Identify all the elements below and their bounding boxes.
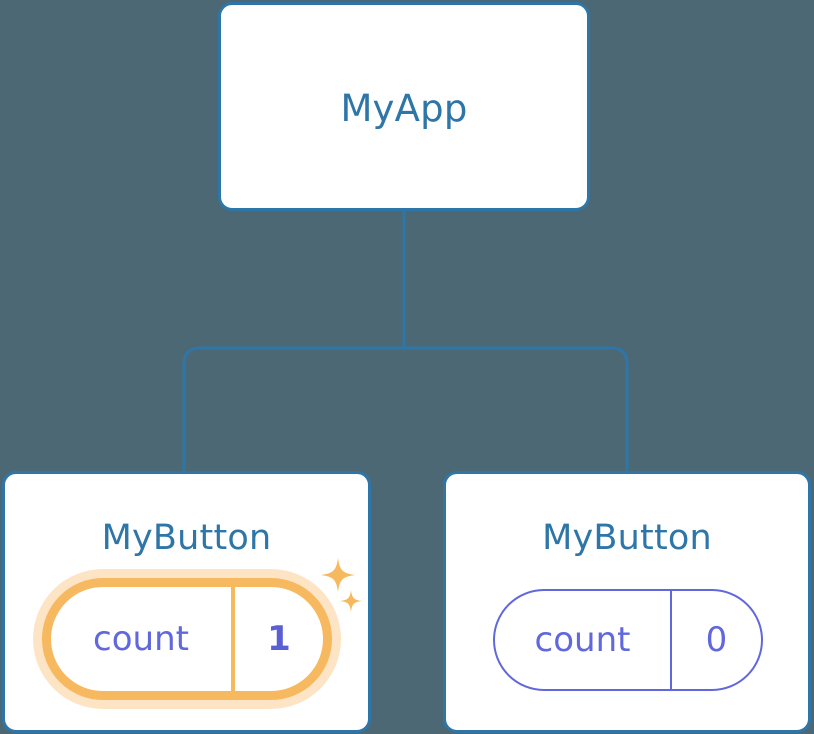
node-mybutton-right-title: MyButton [542, 518, 712, 558]
node-mybutton-left-title: MyButton [101, 518, 272, 558]
node-myapp[interactable]: MyApp [218, 2, 590, 211]
state-pill-right[interactable]: count 0 [493, 589, 763, 691]
state-pill-right-value: 0 [705, 620, 728, 660]
state-pill-left[interactable]: count 1 [42, 578, 332, 700]
state-pill-right-wrapper: count 0 [493, 589, 763, 691]
state-pill-right-key: count [534, 620, 631, 660]
node-myapp-title: MyApp [340, 87, 468, 130]
edge-to-mybutton-left [182, 346, 404, 474]
state-pill-left-key: count [93, 619, 189, 659]
state-pill-left-wrapper: count 1 [37, 572, 339, 706]
state-pill-left-value: 1 [267, 619, 291, 659]
state-pill-left-divider [231, 587, 235, 691]
state-pill-right-divider [670, 591, 672, 689]
edge-to-mybutton-right [404, 346, 629, 474]
